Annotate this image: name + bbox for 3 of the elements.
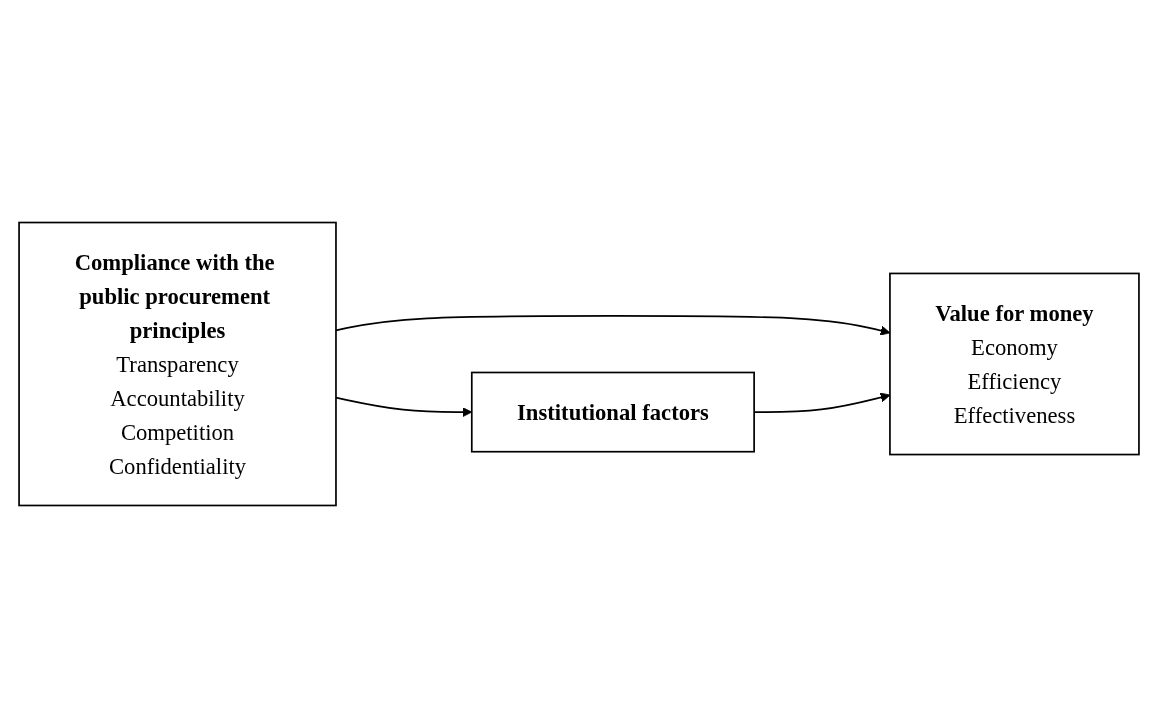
node-box: Value for money Economy Efficiency Effectiveness — [889, 272, 1140, 456]
node-box: Compliance with the public procurement principles Transparency Accountability Competition Confidentiality — [18, 221, 337, 507]
node-box: Institutional factors — [470, 371, 755, 453]
